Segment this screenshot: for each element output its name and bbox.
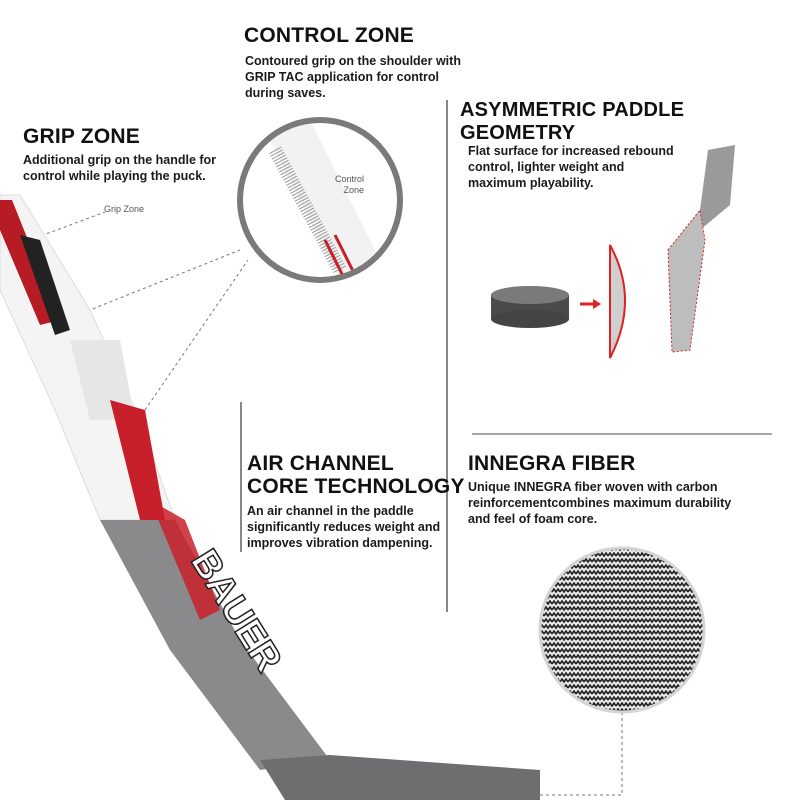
control-zone-circle bbox=[237, 117, 403, 283]
control-zone-callout-label: Control Zone bbox=[330, 174, 364, 196]
control-zone-text: Contoured grip on the shoulder with GRIP… bbox=[245, 54, 461, 100]
asymmetric-text: Flat surface for increased rebound contr… bbox=[468, 144, 674, 190]
control-zone-callout bbox=[237, 117, 403, 283]
paddle-geometry-diagram bbox=[491, 145, 735, 359]
callout-line2: Zone bbox=[343, 185, 364, 195]
asymmetric-title: ASYMMETRIC PADDLE GEOMETRY bbox=[460, 99, 685, 144]
air-channel-title-line1: AIR CHANNEL bbox=[247, 452, 394, 475]
arrow-right-icon bbox=[593, 299, 601, 309]
grip-zone-title: GRIP ZONE bbox=[23, 125, 140, 148]
air-channel-title: AIR CHANNEL CORE TECHNOLOGY bbox=[247, 452, 465, 498]
air-channel-title-line2: CORE TECHNOLOGY bbox=[247, 475, 465, 498]
grip-zone-text: Additional grip on the handle for contro… bbox=[23, 153, 217, 183]
puck-icon bbox=[491, 286, 569, 304]
control-zone-title: CONTROL ZONE bbox=[244, 24, 415, 47]
innegra-text: Unique INNEGRA fiber woven with carbon r… bbox=[468, 480, 732, 526]
goalie-stick: BAUER bbox=[0, 194, 540, 800]
callout-line1: Control bbox=[334, 174, 364, 184]
grip-zone-callout-label: Grip Zone bbox=[104, 204, 145, 214]
air-channel-text: An air channel in the paddle significant… bbox=[247, 504, 441, 550]
innegra-weave-swatch bbox=[538, 546, 706, 714]
innegra-title: INNEGRA FIBER bbox=[468, 452, 636, 475]
